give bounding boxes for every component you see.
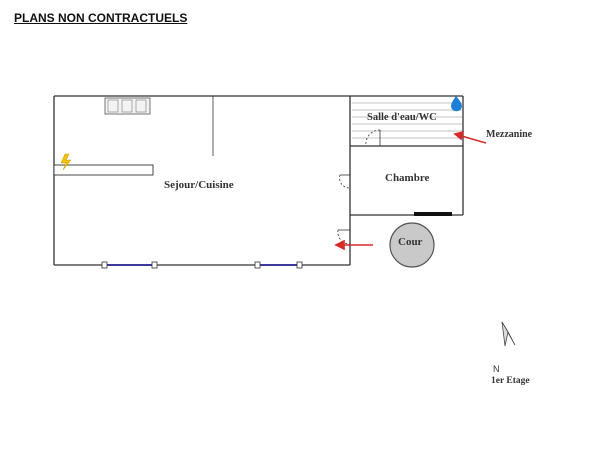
mezzanine-arrow: [457, 134, 487, 144]
mezzanine-hatch: [352, 102, 462, 139]
floor-label: 1er Etage: [491, 376, 530, 386]
door-entry-arc: [337, 229, 351, 245]
electric-panel-icon: [60, 153, 72, 171]
water-drop-icon: [451, 96, 462, 112]
page-title: PLANS NON CONTRACTUELS: [14, 11, 188, 25]
mezzanine-arrowhead: [453, 130, 465, 141]
sink-icon: [104, 97, 151, 115]
windows: [101, 261, 303, 269]
room-label-cour: Cour: [398, 236, 423, 248]
north-arrow-icon: [501, 321, 516, 347]
room-label-sejour: Sejour/Cuisine: [164, 179, 234, 191]
door-salle-arc: [365, 129, 381, 147]
mezzanine-label: Mezzanine: [486, 129, 533, 140]
door-chambre-arc: [339, 174, 351, 189]
entry-arrowhead: [334, 239, 345, 251]
north-label: N: [493, 364, 500, 374]
kitchen-counter: [53, 164, 154, 176]
room-label-salle: Salle d'eau/WC: [367, 112, 437, 123]
chambre-window: [414, 212, 452, 216]
room-label-chambre: Chambre: [385, 172, 430, 184]
cour-circle: [389, 222, 435, 268]
